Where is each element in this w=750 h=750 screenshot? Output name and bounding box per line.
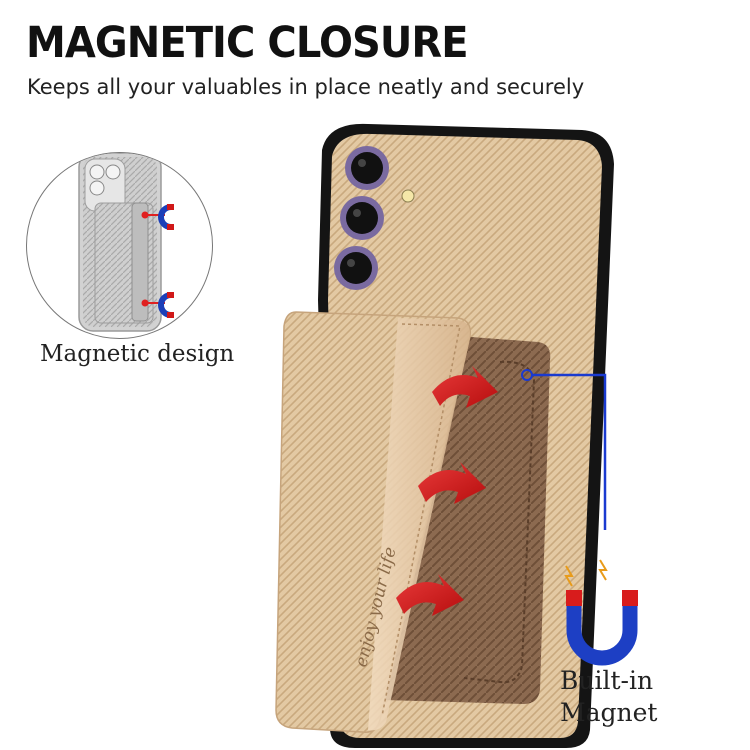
arrow-icon [418, 462, 486, 504]
arrow-icon [432, 366, 498, 408]
arrow-icon [396, 574, 464, 616]
magnet-caption-line-1: Built-in [560, 666, 654, 695]
magnet-caption-line-2: Magnet [560, 698, 658, 727]
magnetic-design-inset [26, 152, 213, 339]
card-pocket [384, 336, 551, 704]
tagline: Keeps all your valuables in place neatly… [27, 75, 585, 99]
wallet-card-slot [275, 311, 471, 733]
magnetic-design-caption: Magnetic design [40, 341, 235, 367]
inset-phone-illustration [78, 153, 174, 332]
camera-module [334, 146, 415, 290]
magnet-caption: Built-in Magnet [560, 665, 657, 729]
headline: MAGNETIC CLOSURE [26, 18, 469, 68]
magnet-icon [564, 559, 638, 666]
magnet-callout-line [521, 369, 607, 530]
